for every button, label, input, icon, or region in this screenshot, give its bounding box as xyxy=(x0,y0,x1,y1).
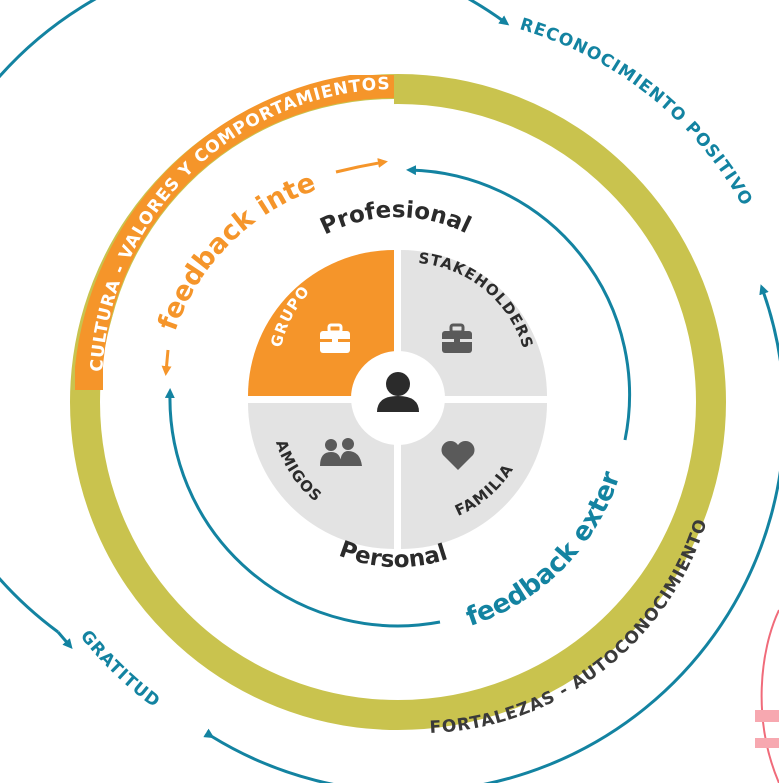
decorative-pink-shape xyxy=(755,609,779,783)
amigos-people-icon xyxy=(320,438,362,466)
feedback-interno-arrows xyxy=(161,158,388,376)
outer-arrow-right xyxy=(203,284,779,783)
quadrant-grupo xyxy=(248,250,394,396)
cultura-banner xyxy=(75,75,394,390)
quadrant-stakeholders xyxy=(401,250,547,396)
grupo-briefcase-icon xyxy=(320,323,350,353)
stakeholders-briefcase-icon xyxy=(442,323,472,353)
olive-ring xyxy=(70,74,726,730)
quadrant-amigos xyxy=(248,403,394,549)
familia-heart-icon xyxy=(441,440,475,470)
gratitud-label: GRATITUD xyxy=(76,627,164,713)
quadrants xyxy=(248,250,547,549)
outer-arrow-left-tip xyxy=(56,631,73,650)
quadrant-familia xyxy=(401,403,547,549)
person-icon xyxy=(377,372,419,412)
feedback-externo-arrows xyxy=(164,165,632,628)
